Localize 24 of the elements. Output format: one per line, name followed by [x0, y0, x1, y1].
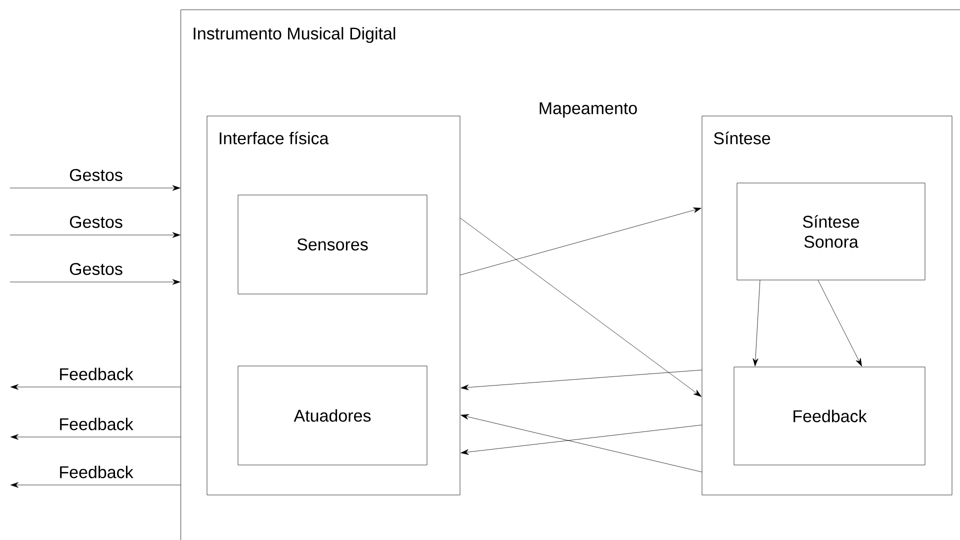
arrow	[460, 218, 702, 397]
arrow	[10, 279, 180, 285]
arrow	[460, 414, 702, 472]
edge-label: Gestos	[68, 262, 124, 276]
component-box: Atuadores	[238, 366, 428, 466]
arrow	[10, 384, 181, 390]
arrow	[10, 185, 180, 191]
section-label: Mapeamento	[540, 102, 637, 118]
edge-label: Feedback	[58, 464, 134, 480]
component-box: Feedback	[734, 366, 926, 466]
edge-label: Gestos	[68, 168, 124, 182]
edge-label: Feedback	[58, 416, 134, 432]
arrow	[10, 482, 181, 488]
edge-label: Feedback	[58, 366, 134, 382]
arrow	[10, 232, 180, 238]
arrow	[460, 370, 702, 390]
arrow	[10, 434, 181, 440]
component-box: Sensores	[238, 194, 428, 294]
component-box: Síntese Sonora	[736, 182, 926, 280]
arrow	[752, 280, 760, 366]
arrow	[460, 208, 702, 276]
edge-label: Gestos	[68, 214, 124, 230]
arrow	[818, 280, 862, 366]
arrow	[460, 424, 702, 455]
